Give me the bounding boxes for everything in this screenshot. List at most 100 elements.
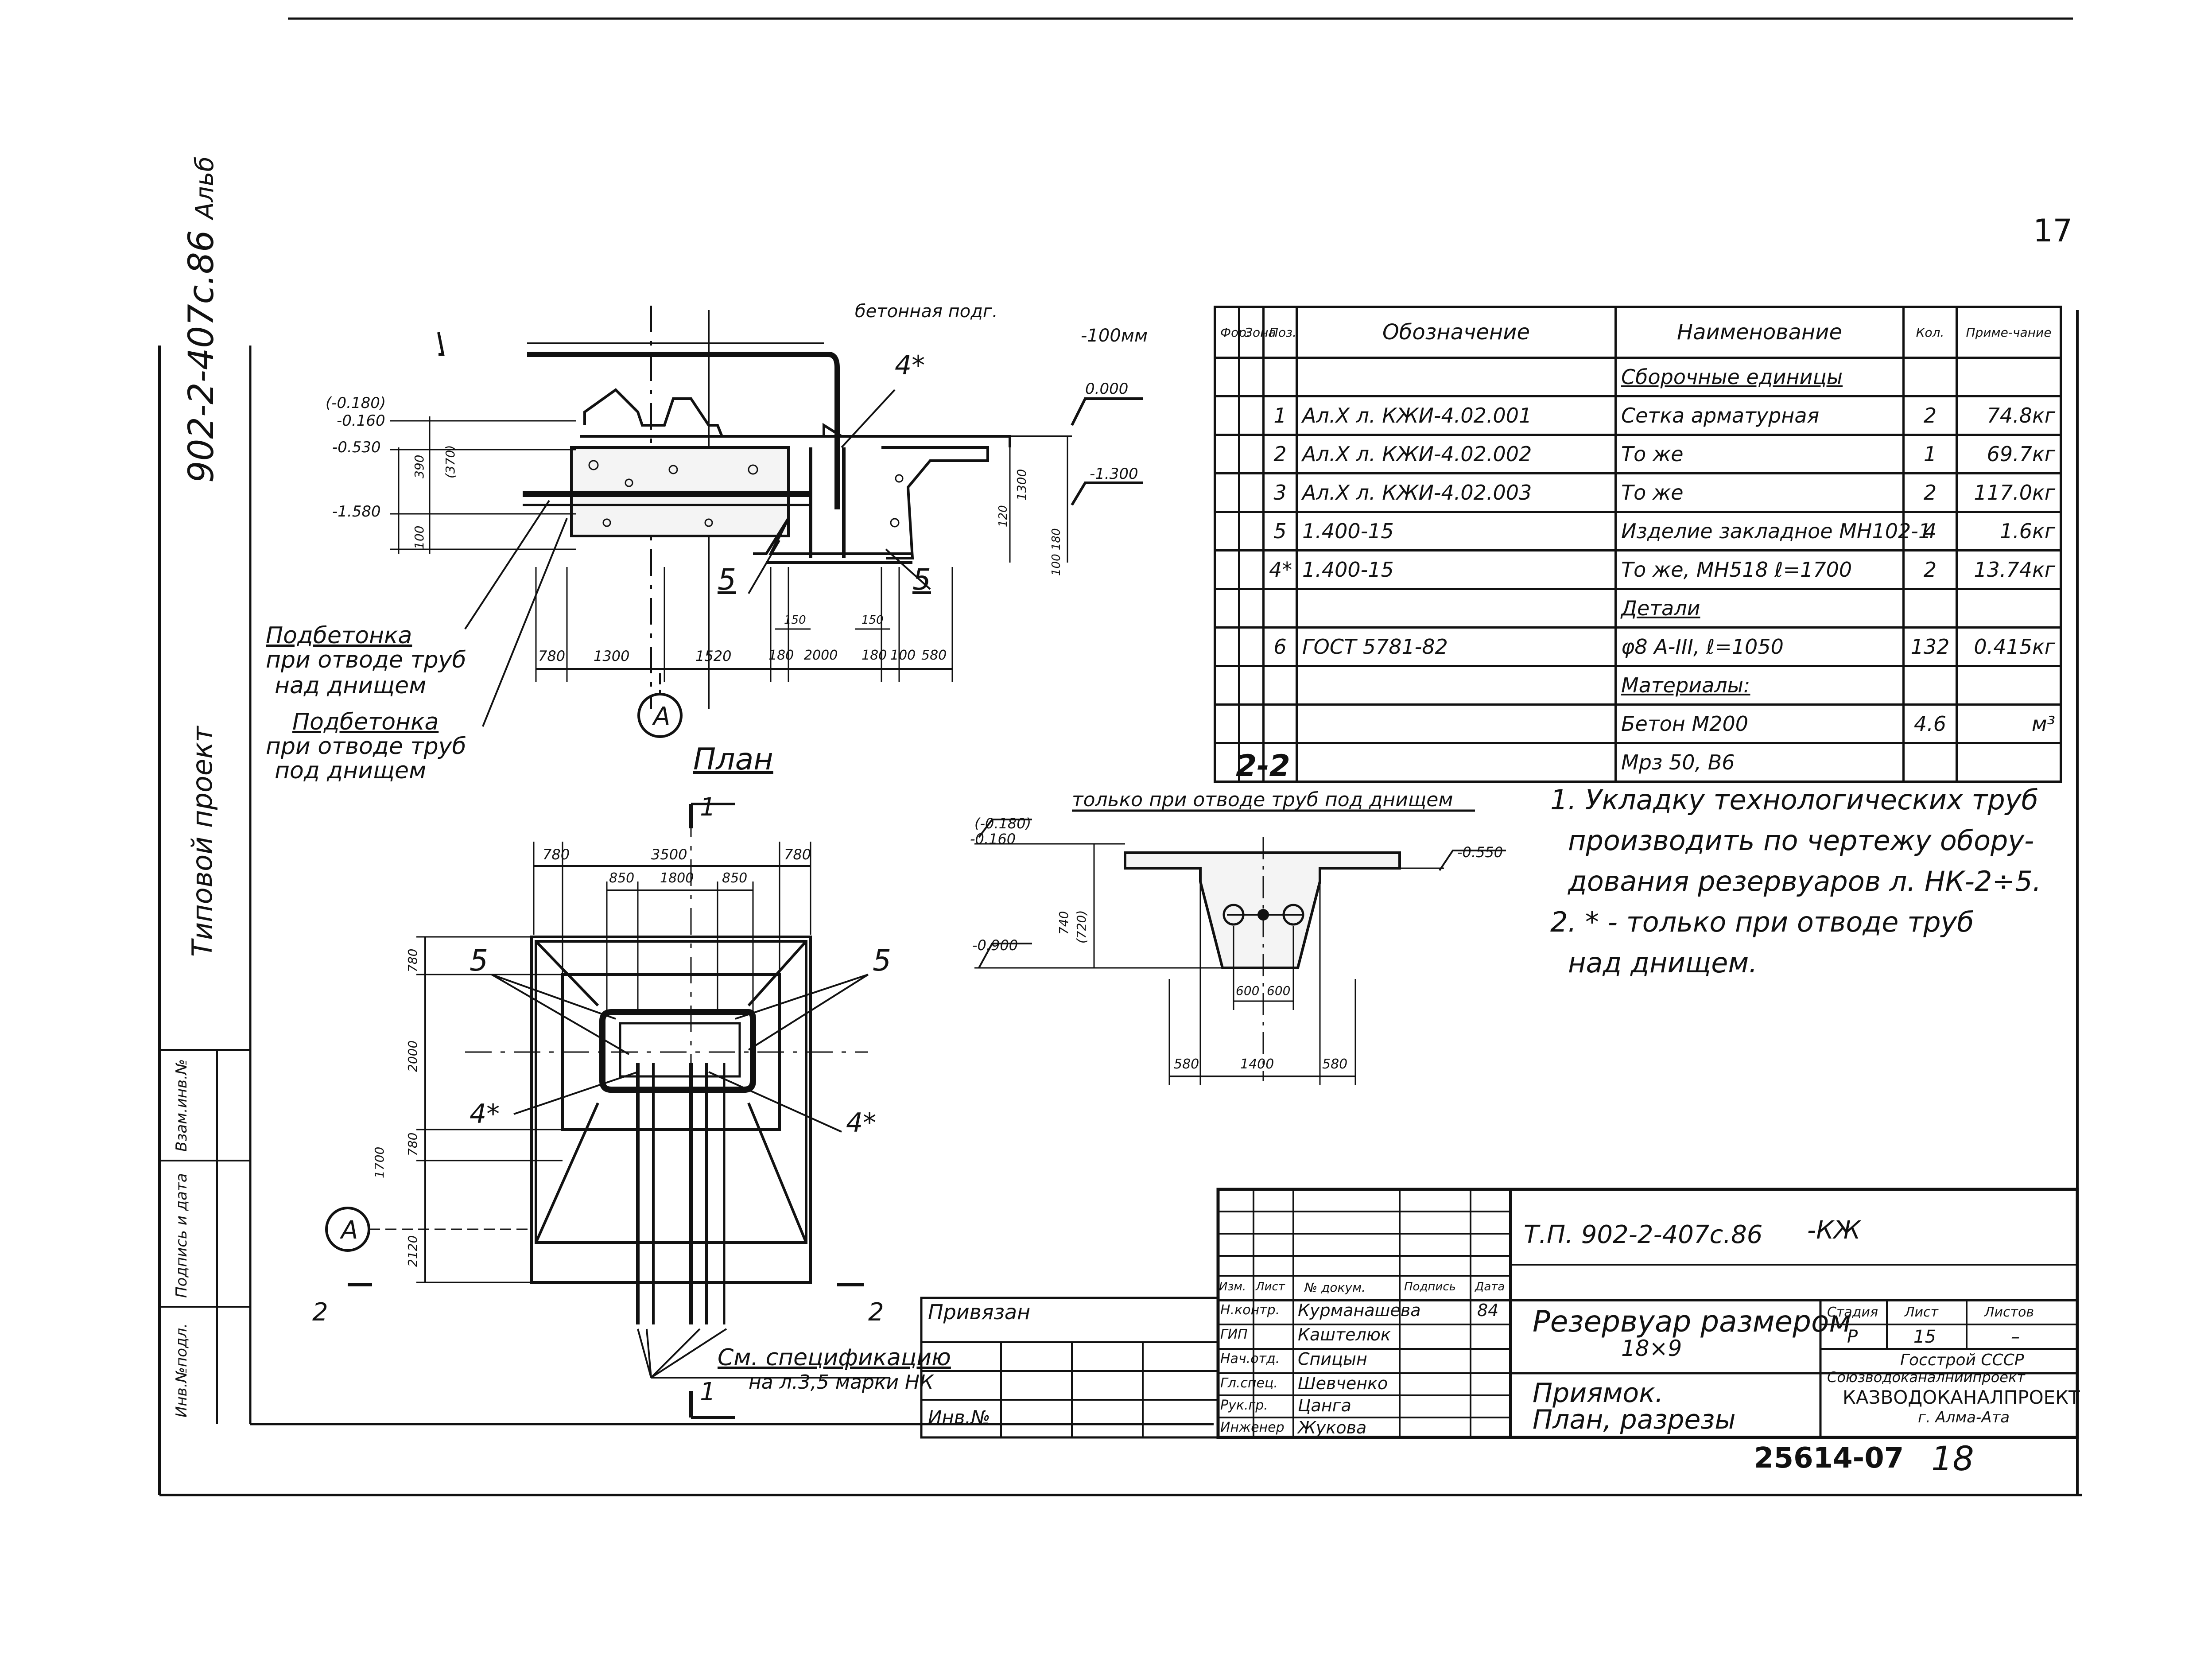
spec-cell-designation	[1296, 588, 1617, 629]
plan-dim-top-1: 3500	[651, 846, 687, 863]
plan-dim-inner-1: 1800	[660, 870, 694, 886]
spec-cell-pos	[1262, 665, 1298, 706]
spec-cell-qty: 132	[1902, 626, 1958, 667]
spec-cell-name: То же	[1614, 434, 1905, 474]
plan-dim-top-2: 780	[784, 846, 811, 863]
tb-doc-code: Т.П. 902-2-407с.86	[1524, 1220, 1763, 1249]
spec-cell-zone	[1238, 434, 1265, 474]
plan-marker-5-left: 5	[470, 944, 488, 978]
plan-dim-inner-0: 850	[609, 870, 635, 886]
spec-cell-note: 117.0кг	[1956, 472, 2062, 513]
plan-note-2: на л.3,5 марки НК	[749, 1371, 934, 1394]
section22-dim-b2: 580	[1322, 1056, 1348, 1072]
spec-cell-format	[1214, 434, 1240, 474]
spec-cell-format	[1214, 703, 1240, 744]
section-top-note-2: -100мм	[1081, 326, 1148, 346]
tb-staff-name: Шевченко	[1298, 1374, 1388, 1393]
section22-level-b: -0.160	[970, 831, 1016, 847]
spec-cell-name: Детали	[1614, 588, 1905, 629]
section22-dim-b1: 1400	[1240, 1056, 1274, 1072]
spec-cell-format	[1214, 549, 1240, 590]
spec-cell-format	[1214, 626, 1240, 667]
spec-cell-designation: Ал.X л. КЖИ-4.02.003	[1296, 472, 1617, 513]
plan-note-1: См. спецификацию	[718, 1344, 951, 1371]
spec-row: Материалы:	[1214, 665, 2062, 706]
spec-cell-designation: 1.400-15	[1296, 511, 1617, 551]
tb-sheet: 15	[1913, 1327, 1936, 1347]
tb-col-head-4: Дата	[1475, 1280, 1505, 1293]
section-view	[390, 306, 1143, 738]
plan-cut-2-right: 2	[868, 1298, 884, 1327]
section-marker-4: 4*	[895, 350, 925, 381]
section22-level-a: (-0.180)	[974, 815, 1032, 832]
spec-cell-note	[1956, 588, 2062, 629]
spec-cell-pos: 1	[1262, 395, 1298, 436]
tb-staff-name: Каштелюк	[1298, 1325, 1391, 1344]
spec-cell-qty: 2	[1902, 395, 1958, 436]
tb-staff-name: Цанга	[1298, 1396, 1351, 1415]
spec-cell-qty: 2	[1902, 472, 1958, 513]
spec-cell-qty	[1902, 588, 1958, 629]
spec-cell-zone	[1238, 626, 1265, 667]
tb-staff-role: Рук.гр.	[1220, 1398, 1268, 1413]
plan-marker-5-right: 5	[873, 944, 891, 978]
tb-org-2: Союзводоканалниипроект	[1827, 1369, 2025, 1386]
spec-cell-pos: 4*	[1262, 549, 1298, 590]
specification-table: Фор. Зона Поз. Обозначение Наименование …	[1214, 306, 2062, 783]
section-dim-b3: 180	[768, 648, 794, 663]
spec-cell-qty	[1902, 742, 1958, 783]
note-line: 2. * - только при отводе труб	[1550, 906, 1974, 938]
page-number: 17	[2033, 213, 2073, 249]
tb-sheet-title-1: Приямок.	[1533, 1378, 1664, 1409]
tb-archive-sheet: 18	[1931, 1439, 1974, 1478]
section-dim-b4: 2000	[804, 648, 838, 663]
spec-cell-note	[1956, 665, 2062, 706]
spec-cell-zone	[1238, 549, 1265, 590]
spec-cell-name: Изделие закладное МН102-1	[1614, 511, 1931, 551]
spec-cell-format	[1214, 665, 1240, 706]
spec-cell-pos	[1262, 742, 1298, 783]
spec-cell-zone	[1238, 357, 1265, 397]
tb-col-head-0: Изм.	[1219, 1280, 1246, 1293]
spec-cell-note: 13.74кг	[1956, 549, 2062, 590]
spec-cell-zone	[1238, 511, 1265, 551]
spec-cell-format	[1214, 742, 1240, 783]
tb-col-head-1: Лист	[1256, 1280, 1285, 1293]
spec-cell-qty	[1902, 357, 1958, 397]
spec-cell-name: Бетон М200	[1614, 703, 1905, 744]
tb-sheets-head: Листов	[1984, 1305, 2034, 1320]
tb-staff-role: Н.контр.	[1220, 1302, 1280, 1318]
spec-cell-format	[1214, 588, 1240, 629]
tb-sheets: –	[2011, 1327, 2020, 1347]
spec-cell-name: φ8 А-III, ℓ=1050	[1614, 626, 1905, 667]
spec-cell-qty: 2	[1902, 549, 1958, 590]
tb-object-1: Резервуар размером	[1533, 1305, 1851, 1339]
section-dim-b6: 100	[890, 648, 916, 663]
tb-staff-role: Гл.спец.	[1220, 1375, 1278, 1391]
spec-head-zone: Зона	[1238, 306, 1276, 359]
note-line: над днищем.	[1568, 947, 1758, 979]
spec-cell-note: 0.415кг	[1956, 626, 2062, 667]
tb-staff-role: ГИП	[1220, 1327, 1248, 1342]
tb-sheet-head: Лист	[1905, 1305, 1939, 1320]
spec-cell-name: Сетка арматурная	[1614, 395, 1905, 436]
tb-staff-date: 84	[1477, 1301, 1499, 1320]
spec-cell-pos: 3	[1262, 472, 1298, 513]
plan-title: План	[693, 742, 773, 777]
section-level-b: -0.160	[337, 412, 385, 430]
tb-archive: 25614-07	[1754, 1442, 1904, 1475]
section22-level-c: -0.550	[1457, 844, 1503, 861]
tb-staff-name: Спицын	[1298, 1349, 1367, 1369]
section-level-0: 0.000	[1085, 380, 1129, 398]
label-under-1: Подбетонка	[292, 709, 439, 735]
spec-cell-name: Сборочные единицы	[1614, 357, 1905, 397]
plan-dim-inner-2: 850	[722, 870, 748, 886]
spec-cell-pos	[1262, 588, 1298, 629]
section-top-note-1: бетонная подг.	[855, 301, 998, 322]
spec-cell-note: 74.8кг	[1956, 395, 2062, 436]
spec-cell-designation: 1.400-15	[1296, 549, 1617, 590]
